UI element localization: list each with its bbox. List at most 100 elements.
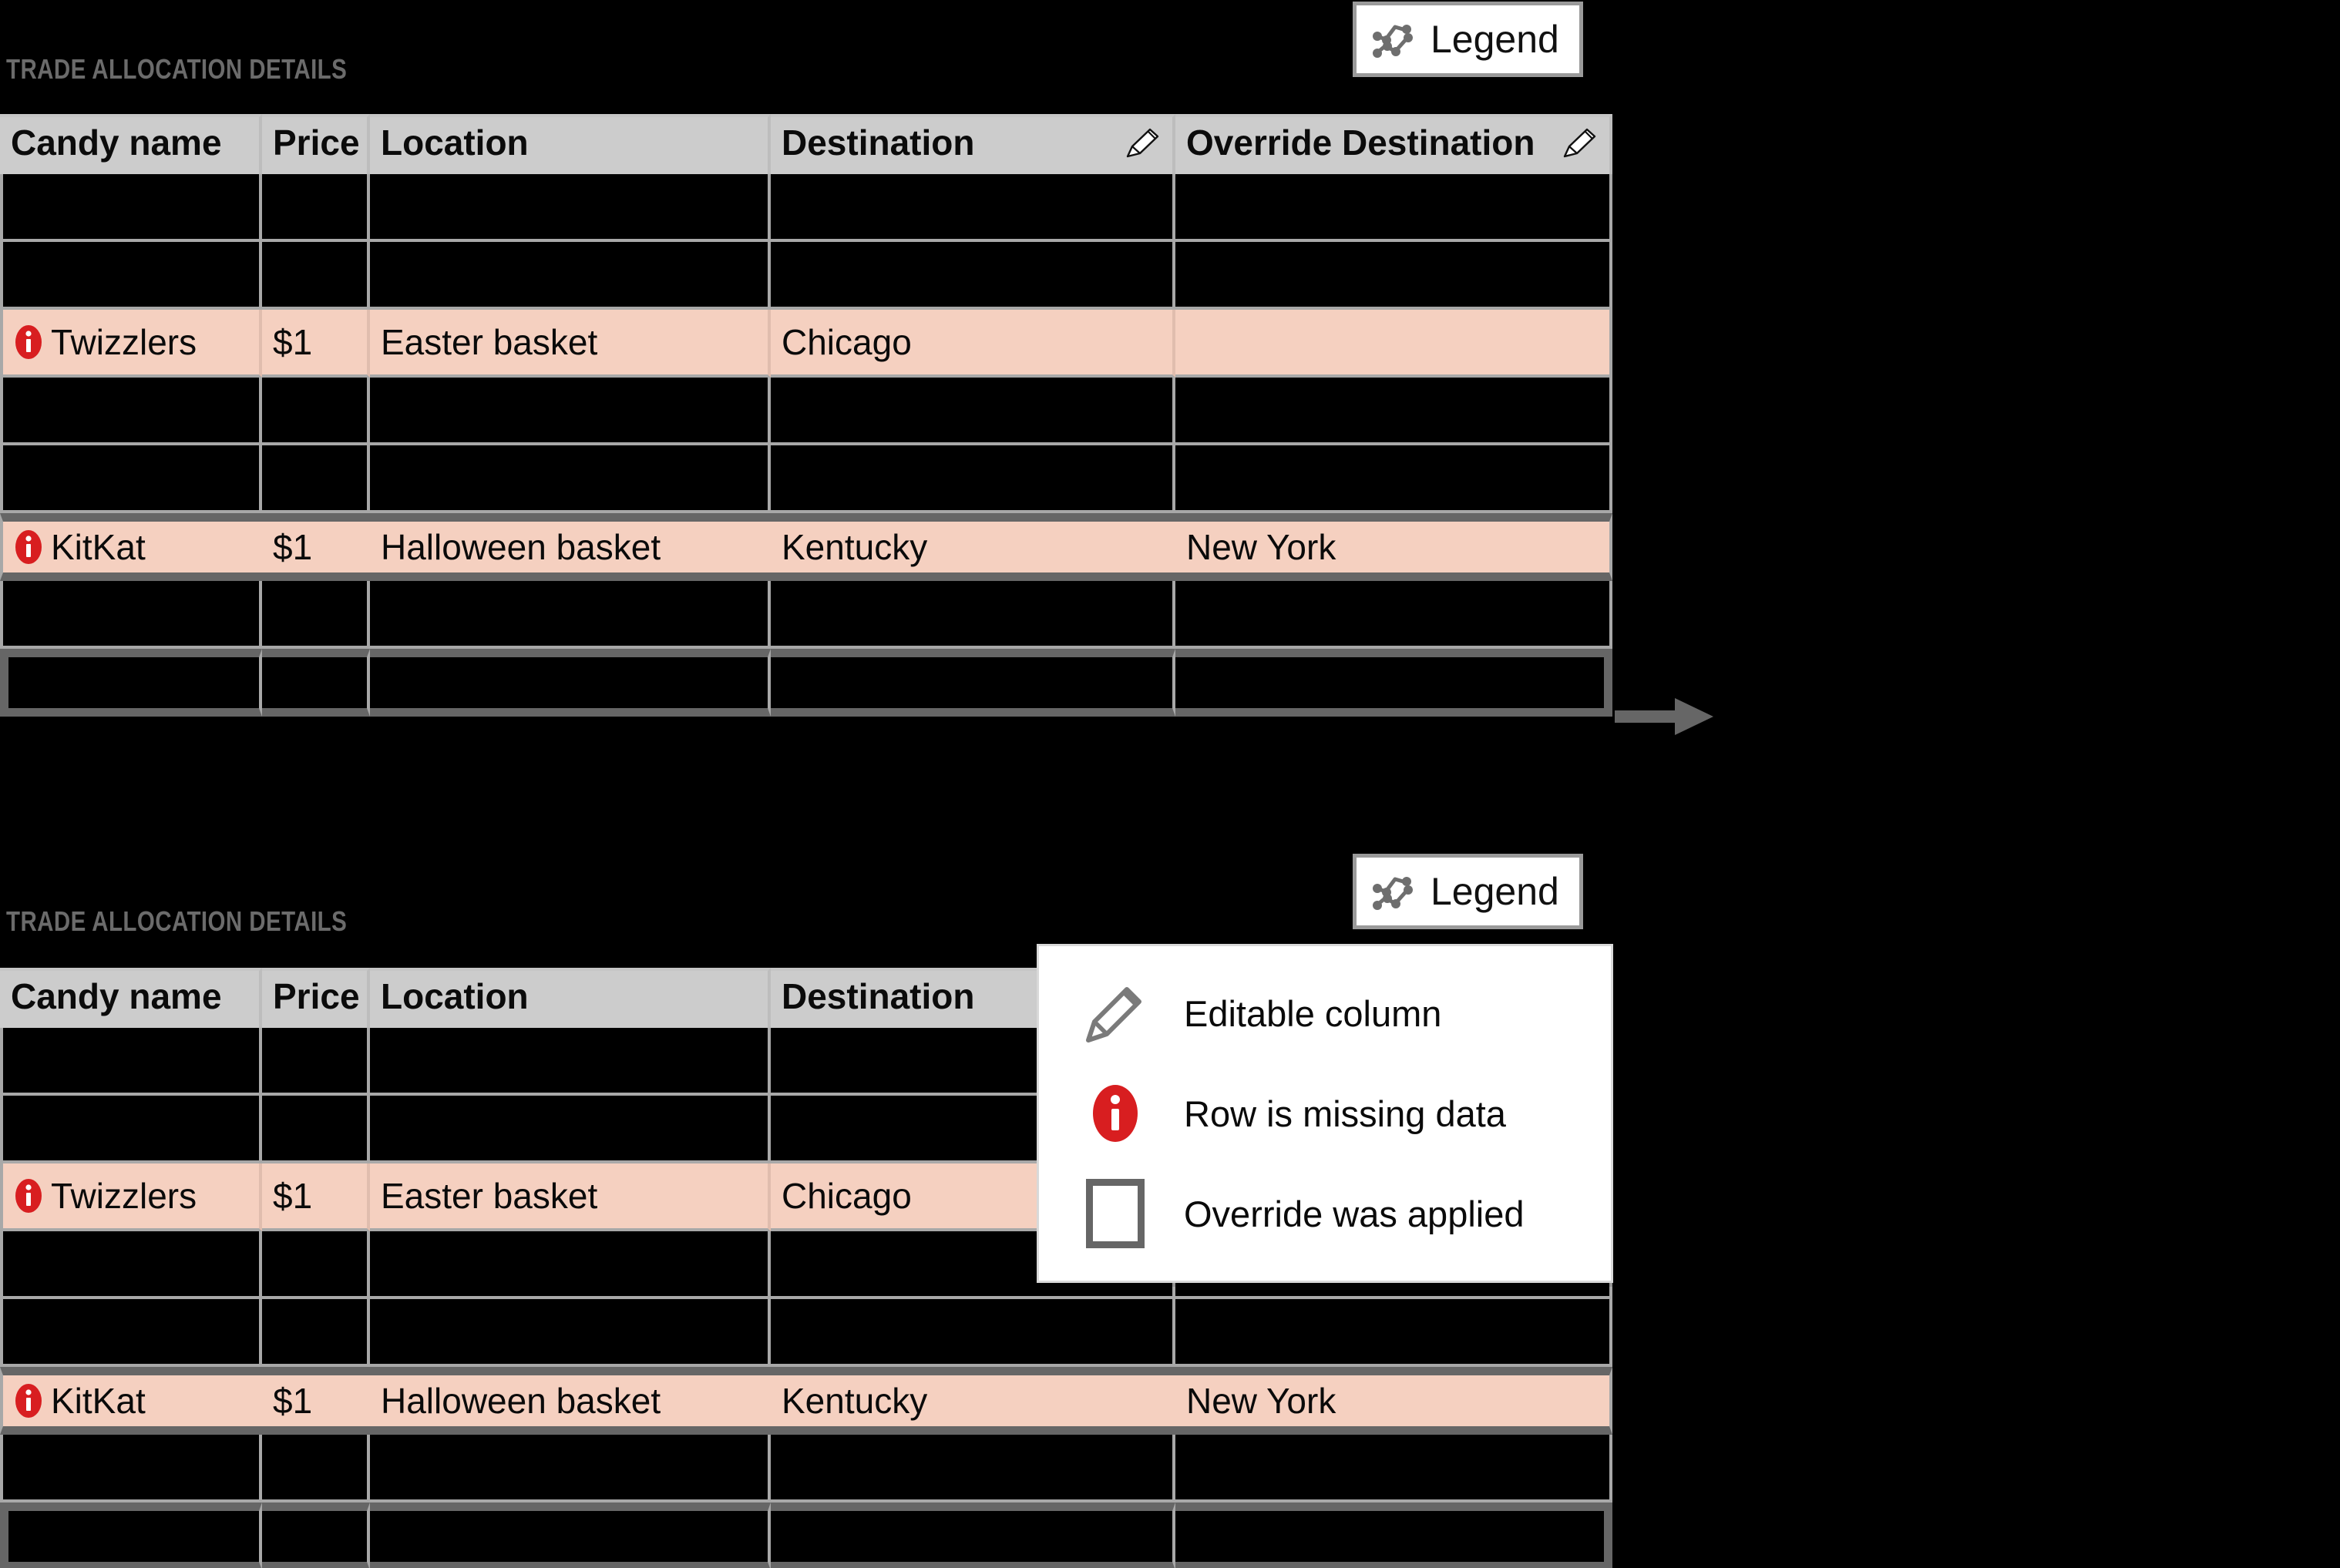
panel-after: Legend TRADE ALLOCATION DETAILS Candy na… [0,854,1665,1568]
column-header-label: Location [381,976,529,1016]
cell-override-destination[interactable] [1175,649,1612,717]
table-row[interactable] [0,1435,1612,1503]
cell-text: Twizzlers [51,1176,197,1216]
cell-location [370,581,771,649]
cell-override-destination[interactable] [1175,445,1612,513]
table-row[interactable] [0,378,1612,445]
legend-button[interactable]: Legend [1353,854,1583,929]
table-row[interactable] [0,581,1612,649]
cell-destination[interactable]: Chicago [771,310,1175,378]
cell-location [370,1096,771,1163]
cell-candy-name [0,1435,262,1503]
cell-override-destination[interactable] [1175,242,1612,310]
cell-price [262,1503,370,1568]
cell-override-destination[interactable] [1175,378,1612,445]
table-row-focused[interactable] [0,649,1612,717]
cell-candy-name [0,581,262,649]
line-chart-icon [1372,19,1418,59]
table-row-missing-data[interactable]: Twizzlers $1 Easter basket Chicago [0,310,1612,378]
cell-override-destination[interactable] [1175,1299,1612,1367]
cell-candy-name [0,1028,262,1096]
pencil-icon [1125,126,1162,159]
cell-candy-name [0,378,262,445]
pencil-icon [1082,980,1148,1046]
cell-location [370,242,771,310]
cell-candy-name: Twizzlers [0,1163,262,1231]
legend-button[interactable]: Legend [1353,2,1583,77]
column-header-price[interactable]: Price [262,968,370,1028]
cell-destination[interactable] [771,1503,1175,1568]
column-header-location[interactable]: Location [370,114,771,174]
cell-price: $1 [262,310,370,378]
trade-allocation-table: Candy name Price Location Destination [0,114,1612,717]
cell-location [370,1028,771,1096]
cell-candy-name [0,174,262,242]
cell-candy-name [0,1096,262,1163]
cell-location [370,1299,771,1367]
table-row-focused[interactable] [0,1503,1612,1568]
column-header-label: Price [273,976,360,1016]
table-row-override-applied[interactable]: KitKat $1 Halloween basket Kentucky New … [0,1367,1612,1435]
cell-override-destination[interactable]: New York [1175,513,1612,581]
cell-override-destination[interactable] [1175,174,1612,242]
column-header-label: Location [381,123,529,163]
cell-destination[interactable] [771,378,1175,445]
cell-destination[interactable] [771,174,1175,242]
column-header-label: Override Destination [1186,123,1535,163]
cell-price [262,1299,370,1367]
cell-location [370,649,771,717]
table-row[interactable] [0,174,1612,242]
table-row-override-applied[interactable]: KitKat $1 Halloween basket Kentucky New … [0,513,1612,581]
page-title: TRADE ALLOCATION DETAILS [6,905,348,937]
page-title: TRADE ALLOCATION DETAILS [6,53,348,85]
cell-location [370,1435,771,1503]
cell-override-destination[interactable] [1175,1503,1612,1568]
column-header-candy-name[interactable]: Candy name [0,114,262,174]
cell-destination[interactable] [771,445,1175,513]
info-circle-icon [14,1382,43,1419]
square-outline-icon [1082,1179,1148,1248]
info-circle-icon [14,324,43,361]
cell-candy-name: KitKat [0,1367,262,1435]
info-circle-icon [14,1177,43,1214]
column-header-label: Destination [782,976,975,1016]
cell-destination[interactable] [771,581,1175,649]
cell-candy-name [0,649,262,717]
column-header-price[interactable]: Price [262,114,370,174]
column-header-destination[interactable]: Destination [771,114,1175,174]
cell-override-destination[interactable] [1175,1435,1612,1503]
cell-override-destination[interactable] [1175,310,1612,378]
cell-candy-name: KitKat [0,513,262,581]
cell-override-destination[interactable]: New York [1175,1367,1612,1435]
table-row[interactable] [0,445,1612,513]
table-body: Twizzlers $1 Easter basket Chicago [0,174,1612,717]
table-row[interactable] [0,1299,1612,1367]
cell-destination[interactable] [771,242,1175,310]
column-header-override-destination[interactable]: Override Destination [1175,114,1612,174]
cell-destination[interactable] [771,1299,1175,1367]
cell-destination[interactable] [771,649,1175,717]
legend-item-missing-data: Row is missing data [1082,1080,1580,1147]
info-circle-icon [14,529,43,566]
column-header-candy-name[interactable]: Candy name [0,968,262,1028]
cell-override-destination[interactable] [1175,581,1612,649]
legend-item-override-applied: Override was applied [1082,1179,1580,1248]
cell-candy-name [0,242,262,310]
column-header-label: Candy name [11,123,222,163]
cell-destination[interactable] [771,1435,1175,1503]
cell-location: Easter basket [370,310,771,378]
cell-price [262,581,370,649]
column-header-location[interactable]: Location [370,968,771,1028]
cell-destination[interactable]: Kentucky [771,1367,1175,1435]
cell-location: Halloween basket [370,513,771,581]
table-header: Candy name Price Location Destination [0,114,1612,174]
cell-destination[interactable]: Kentucky [771,513,1175,581]
table-row[interactable] [0,242,1612,310]
legend-item-editable-column: Editable column [1082,980,1580,1046]
cell-text: Twizzlers [51,322,197,362]
line-chart-icon [1372,871,1418,912]
cell-price [262,378,370,445]
cell-candy-name: Twizzlers [0,310,262,378]
legend-popup: Editable column Row is missing data Over… [1037,944,1613,1283]
